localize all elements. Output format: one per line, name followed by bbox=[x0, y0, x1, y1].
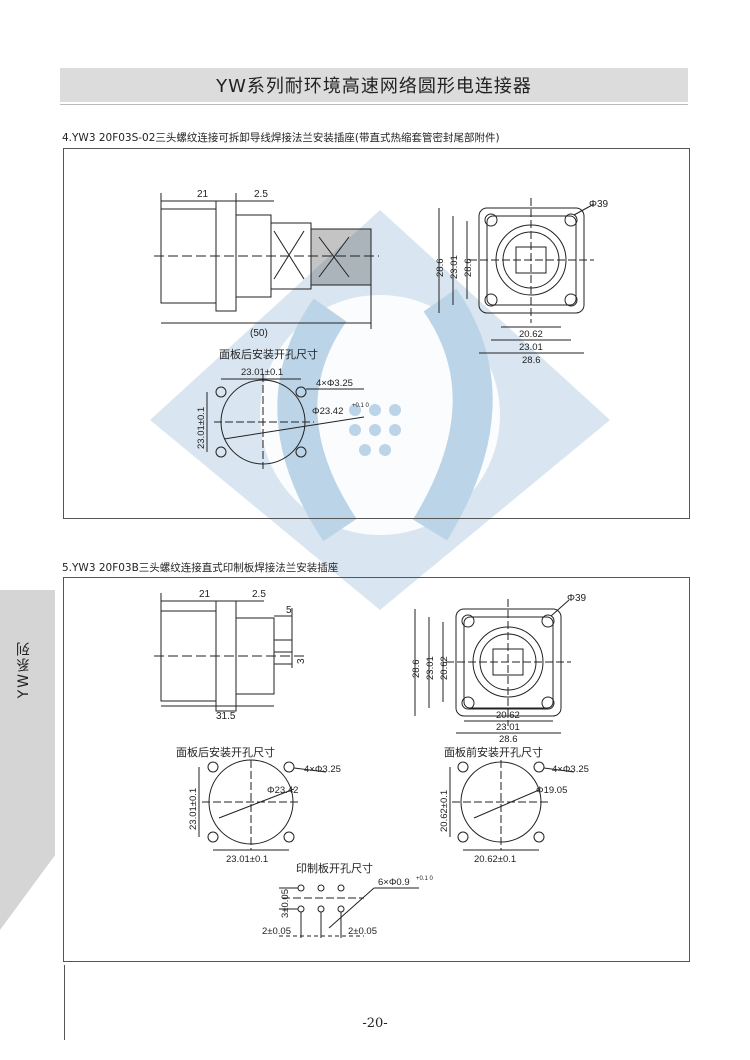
dim-28-6-h: 28.6 bbox=[522, 355, 541, 366]
cutout-height: 23.01±0.1 bbox=[196, 407, 207, 449]
page-title: YW系列耐环境高速网络圆形电连接器 bbox=[216, 76, 532, 97]
dim-28-6-v: 28.6 bbox=[435, 259, 446, 278]
footer-rule bbox=[64, 965, 65, 1040]
front-cutout-holes: 4×Φ3.25 bbox=[552, 764, 589, 775]
pcb-pitch-h2: 2±0.05 bbox=[348, 926, 377, 937]
dim-5: 5 bbox=[286, 605, 292, 616]
dim-20-62-h: 20.62 bbox=[496, 710, 520, 721]
header-divider bbox=[60, 104, 688, 105]
front-view-drawing bbox=[414, 599, 571, 734]
section5-drawing-box: 21 2.5 5 3 31.5 Φ39 28.6 23.01 20.62 20.… bbox=[63, 577, 690, 962]
dim-phi39: Φ39 bbox=[567, 593, 587, 604]
section4-caption: 4.YW3 20F03S-02三头螺纹连接可拆卸导线焊接法兰安装插座(带直式热缩… bbox=[62, 132, 500, 144]
rear-cutout-drawing bbox=[198, 759, 327, 851]
dim-2-5: 2.5 bbox=[254, 189, 268, 200]
rear-cutout-title: 面板后安装开孔尺寸 bbox=[176, 745, 275, 759]
pcb-holes-drawing bbox=[279, 884, 419, 938]
pcb-title: 印制板开孔尺寸 bbox=[296, 861, 373, 875]
dim-31-5: 31.5 bbox=[216, 711, 236, 722]
front-cutout-width: 20.62±0.1 bbox=[474, 854, 516, 865]
page-number: -20- bbox=[362, 1016, 388, 1031]
cutout-bore: Φ23.42 bbox=[312, 406, 343, 417]
dim-2-5: 2.5 bbox=[252, 589, 266, 600]
dim-phi39: Φ39 bbox=[589, 199, 609, 210]
panel-cutout-drawing bbox=[206, 374, 365, 469]
side-view-drawing bbox=[154, 593, 304, 712]
cutout-holes: 4×Φ3.25 bbox=[316, 378, 353, 389]
front-view-drawing bbox=[438, 198, 595, 354]
cutout-width: 23.01±0.1 bbox=[241, 367, 283, 378]
pcb-holes: 6×Φ0.9 bbox=[378, 877, 410, 888]
front-cutout-drawing bbox=[449, 760, 575, 851]
dim-23-01-v: 23.01 bbox=[449, 255, 460, 279]
pcb-pitch-vertical: 3±0.05 bbox=[280, 889, 291, 918]
dim-21: 21 bbox=[197, 189, 209, 200]
cutout-title: 面板后安装开孔尺寸 bbox=[219, 347, 318, 361]
dim-23-01-v: 23.01 bbox=[425, 656, 436, 680]
cutout-bore-tolerance: +0.1 0 bbox=[352, 403, 370, 409]
dim-28-6-h: 28.6 bbox=[499, 734, 518, 745]
dim-20-62-h: 20.62 bbox=[519, 329, 543, 340]
dim-23-01-h: 23.01 bbox=[519, 342, 543, 353]
page-header: YW系列耐环境高速网络圆形电连接器 bbox=[60, 68, 688, 102]
dim-20-62-v: 20.62 bbox=[439, 656, 450, 680]
dim-28-6-v2: 28.6 bbox=[463, 259, 474, 278]
front-cutout-bore: Φ19.05 bbox=[536, 785, 567, 796]
dim-23-01-h: 23.01 bbox=[496, 722, 520, 733]
side-tab-label: YW系列 bbox=[16, 640, 32, 699]
front-cutout-title: 面板前安装开孔尺寸 bbox=[444, 745, 543, 759]
dim-3: 3 bbox=[296, 658, 307, 664]
front-cutout-height: 20.62±0.1 bbox=[439, 790, 450, 832]
dim-50: (50) bbox=[250, 328, 268, 339]
rear-cutout-holes: 4×Φ3.25 bbox=[304, 764, 341, 775]
section5-caption: 5.YW3 20F03B三头螺纹连接直式印制板焊接法兰安装插座 bbox=[62, 562, 339, 574]
side-view-drawing bbox=[154, 193, 379, 329]
rear-cutout-bore: Φ23.42 bbox=[267, 785, 298, 796]
rear-cutout-height: 23.01±0.1 bbox=[188, 788, 199, 830]
section4-drawing-box: 21 2.5 (50) Φ39 28.6 23.01 28.6 20.62 23… bbox=[63, 148, 690, 519]
dim-21: 21 bbox=[199, 589, 211, 600]
pcb-holes-tolerance: +0.1 0 bbox=[416, 876, 434, 882]
dim-28-6-v: 28.6 bbox=[411, 660, 422, 679]
pcb-pitch-h1: 2±0.05 bbox=[262, 926, 291, 937]
rear-cutout-width: 23.01±0.1 bbox=[226, 854, 268, 865]
